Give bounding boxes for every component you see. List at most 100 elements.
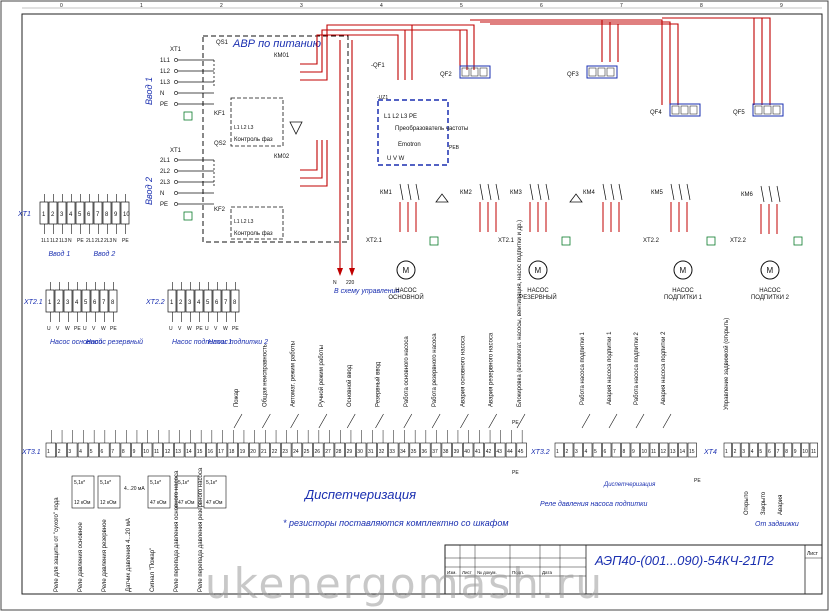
terminal-number: 11	[651, 449, 656, 455]
terminal-number: 6	[93, 300, 97, 306]
terminal-label: U	[169, 326, 173, 332]
signal-label: Автомат. режим работы	[291, 341, 297, 407]
terminal-number: 8	[233, 300, 237, 306]
phase-ctrl-label-2: Контроль фаз	[234, 231, 273, 237]
doc-code: АЭП40-(001...090)-54КЧ-21П2	[594, 553, 775, 568]
valve-state-label: Закрыто	[761, 491, 767, 515]
motor-terminal-label: XT2.1	[498, 238, 515, 244]
terminal-number: 12	[661, 449, 667, 455]
terminal-number: 4	[751, 449, 754, 455]
terminal-number: 24	[293, 449, 299, 455]
terminal-label: V	[56, 326, 60, 332]
terminal-number: 5	[759, 449, 762, 455]
terminal-number: 20	[250, 449, 256, 455]
avr-label: АВР по питанию	[232, 38, 321, 50]
terminal-number: 21	[261, 449, 267, 455]
terminal-number: 44	[507, 449, 513, 455]
input-line-label: PE	[160, 102, 168, 108]
signal-label: Работа насоса подпитки 1	[580, 332, 586, 405]
signal-label: Авария основного насоса	[460, 335, 466, 407]
peb-label: PEB	[449, 145, 460, 151]
svg-text:L1 L2 L3: L1 L2 L3	[234, 125, 254, 131]
terminal-number: 40	[464, 449, 470, 455]
pe-label: PE	[512, 470, 519, 476]
resistor-note: * резисторы поставляются комплектно со ш…	[283, 518, 509, 528]
terminal-block-name: XT2.1	[23, 299, 43, 306]
terminal-label: W	[65, 326, 70, 332]
terminal-label: 1L3	[59, 238, 68, 244]
terminal-number: 42	[486, 449, 492, 455]
vvod1-xt: XT1	[170, 47, 182, 53]
terminal-label: 1L1	[41, 238, 50, 244]
terminal-number: 2	[566, 449, 569, 455]
contactor-label: КМ3	[510, 190, 522, 196]
watermark: ukenergomash.ru	[205, 559, 604, 608]
resistor-value: 12 кОм	[100, 500, 117, 506]
terminal-number: 31	[368, 449, 374, 455]
terminal-block-caption: Ввод 1	[49, 250, 71, 258]
terminal-block-caption: Насос резервный	[86, 338, 143, 346]
terminal-number: 9	[632, 449, 635, 455]
phase-ctrl-label-1: Контроль фаз	[234, 137, 273, 143]
pe-label: PE	[512, 420, 519, 426]
vfd-inputs: L1 L2 L3 PE	[384, 114, 417, 120]
qs1-label: QS1	[216, 40, 229, 46]
terminal-number: 3	[66, 300, 70, 306]
border-number-0: 0	[60, 3, 63, 9]
terminal-number: 10	[642, 449, 648, 455]
terminal-block-caption: Насос подпитки 1	[172, 338, 232, 346]
avr-box	[202, 35, 349, 243]
current-label: 4...20 мА	[124, 486, 145, 492]
terminal-number: 3	[188, 300, 192, 306]
terminal-number: 8	[105, 212, 109, 218]
input-line-label: PE	[160, 202, 168, 208]
contactor-label: КМ1	[380, 190, 392, 196]
terminal-number: 34	[400, 449, 406, 455]
svg-text:L1 L2 L3: L1 L2 L3	[234, 219, 254, 225]
motor-symbol: M	[767, 266, 774, 275]
to-control-label: В схему управления	[334, 288, 400, 295]
sensor-label: Реле давления основное	[78, 521, 84, 592]
signal-label: Авария насоса подпитки 1	[607, 331, 613, 405]
phase-ctrl-box-2	[230, 206, 284, 240]
input-line-label: N	[160, 91, 164, 97]
terminal-number: 3	[68, 449, 71, 455]
km02-label: КМ02	[274, 154, 290, 160]
terminal-number: 30	[357, 449, 363, 455]
sensor-label: Реле перепада давления резервного насоса	[198, 467, 204, 592]
strip-bottom-label: Реле давления насоса подпитки	[540, 500, 647, 508]
terminal-label: PE	[122, 238, 129, 244]
vfd-title: Преобразователь частоты	[395, 126, 468, 132]
terminal-number: 7	[777, 449, 780, 455]
uz1-label: -UZ1	[377, 95, 388, 101]
terminal-number: 2	[734, 449, 737, 455]
motor-terminal-label: XT2.2	[730, 238, 747, 244]
vvod2-label: Ввод 2	[144, 177, 154, 205]
terminal-number: 43	[496, 449, 502, 455]
terminal-number: 13	[670, 449, 676, 455]
valve-state-label: Авария	[778, 495, 784, 515]
motor-symbol: M	[403, 266, 410, 275]
terminal-block-caption: Ввод 2	[94, 250, 116, 258]
terminal-number: 1	[725, 449, 728, 455]
terminal-number: 9	[133, 449, 136, 455]
terminal-number: 4	[79, 449, 82, 455]
signal-label: Блокировка (вспомогат. насосы, вентиляци…	[517, 220, 523, 407]
resistor-value: 47 кОм	[178, 500, 195, 506]
terminal-label: U	[47, 326, 51, 332]
breaker-label: QF5	[733, 110, 745, 116]
signal-label: Основной ввод	[346, 364, 353, 407]
km01-label: КМ01	[274, 53, 290, 59]
terminal-number: 6	[101, 449, 104, 455]
terminal-number: 16	[208, 449, 214, 455]
terminal-number: 7	[224, 300, 228, 306]
border-number-9: 9	[780, 3, 783, 9]
terminal-number: 33	[389, 449, 395, 455]
terminal-number: 19	[240, 449, 246, 455]
terminal-number: 6	[604, 449, 607, 455]
